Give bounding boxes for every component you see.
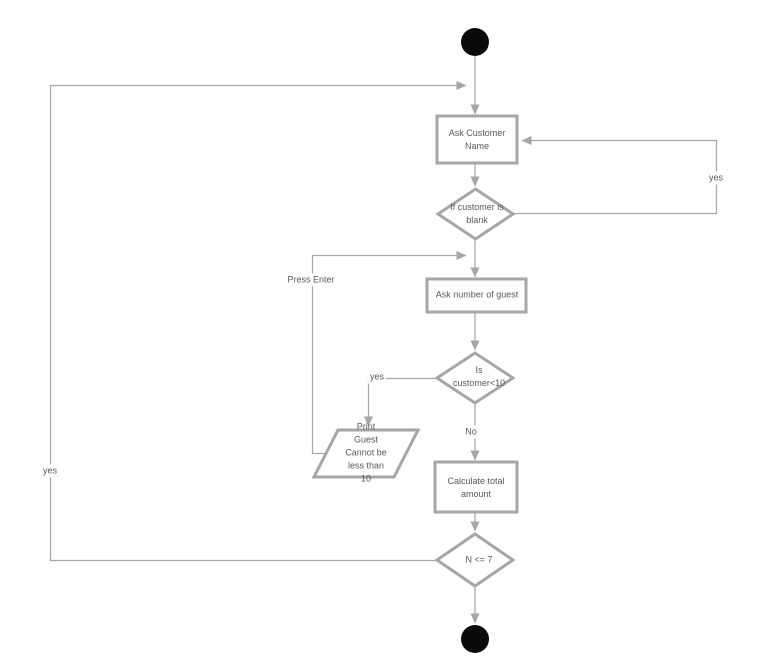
edge-label-press-enter: Press Enter <box>285 273 337 287</box>
calculate-total-amount-label: Calculate total amount <box>447 476 505 499</box>
edge-label-customer-lt10-no: No <box>463 425 479 439</box>
if-customer-blank-label: If customer is blank <box>450 202 504 225</box>
shapes <box>311 28 528 653</box>
start-terminal-node <box>461 28 489 56</box>
decision-n-le-7 <box>434 532 516 588</box>
connector-ifblank-yes-loop <box>514 136 718 215</box>
n-le-7-label: N <= 7 <box>465 554 493 565</box>
process-ask-customer-name <box>435 114 519 165</box>
decision-is-customer-lt10 <box>434 351 516 405</box>
connector-n7-yes-loop <box>49 81 467 562</box>
ask-number-guest-label: Ask number of guest <box>435 289 519 300</box>
decision-if-customer-blank <box>435 187 516 241</box>
io-print-guest-warning <box>311 428 421 479</box>
connectors <box>49 56 718 624</box>
edge-label-customer-lt10-yes: yes <box>367 370 387 384</box>
end-terminal-node <box>461 625 489 653</box>
is-customer-lt10-label: Is customer<10 <box>452 365 506 388</box>
connector-iscustomer-yes-to-print <box>364 377 435 427</box>
print-guest-warning-label: Print Guest Cannot be less than 10 <box>345 421 387 484</box>
connector-press-enter-loop <box>311 251 467 455</box>
edge-label-n-le7-yes: yes <box>40 464 60 478</box>
process-ask-number-guest <box>425 277 528 314</box>
edge-label-if-blank-yes: yes <box>706 171 726 185</box>
ask-customer-name-label: Ask Customer Name <box>448 128 506 151</box>
process-calculate-total-amount <box>433 460 519 514</box>
